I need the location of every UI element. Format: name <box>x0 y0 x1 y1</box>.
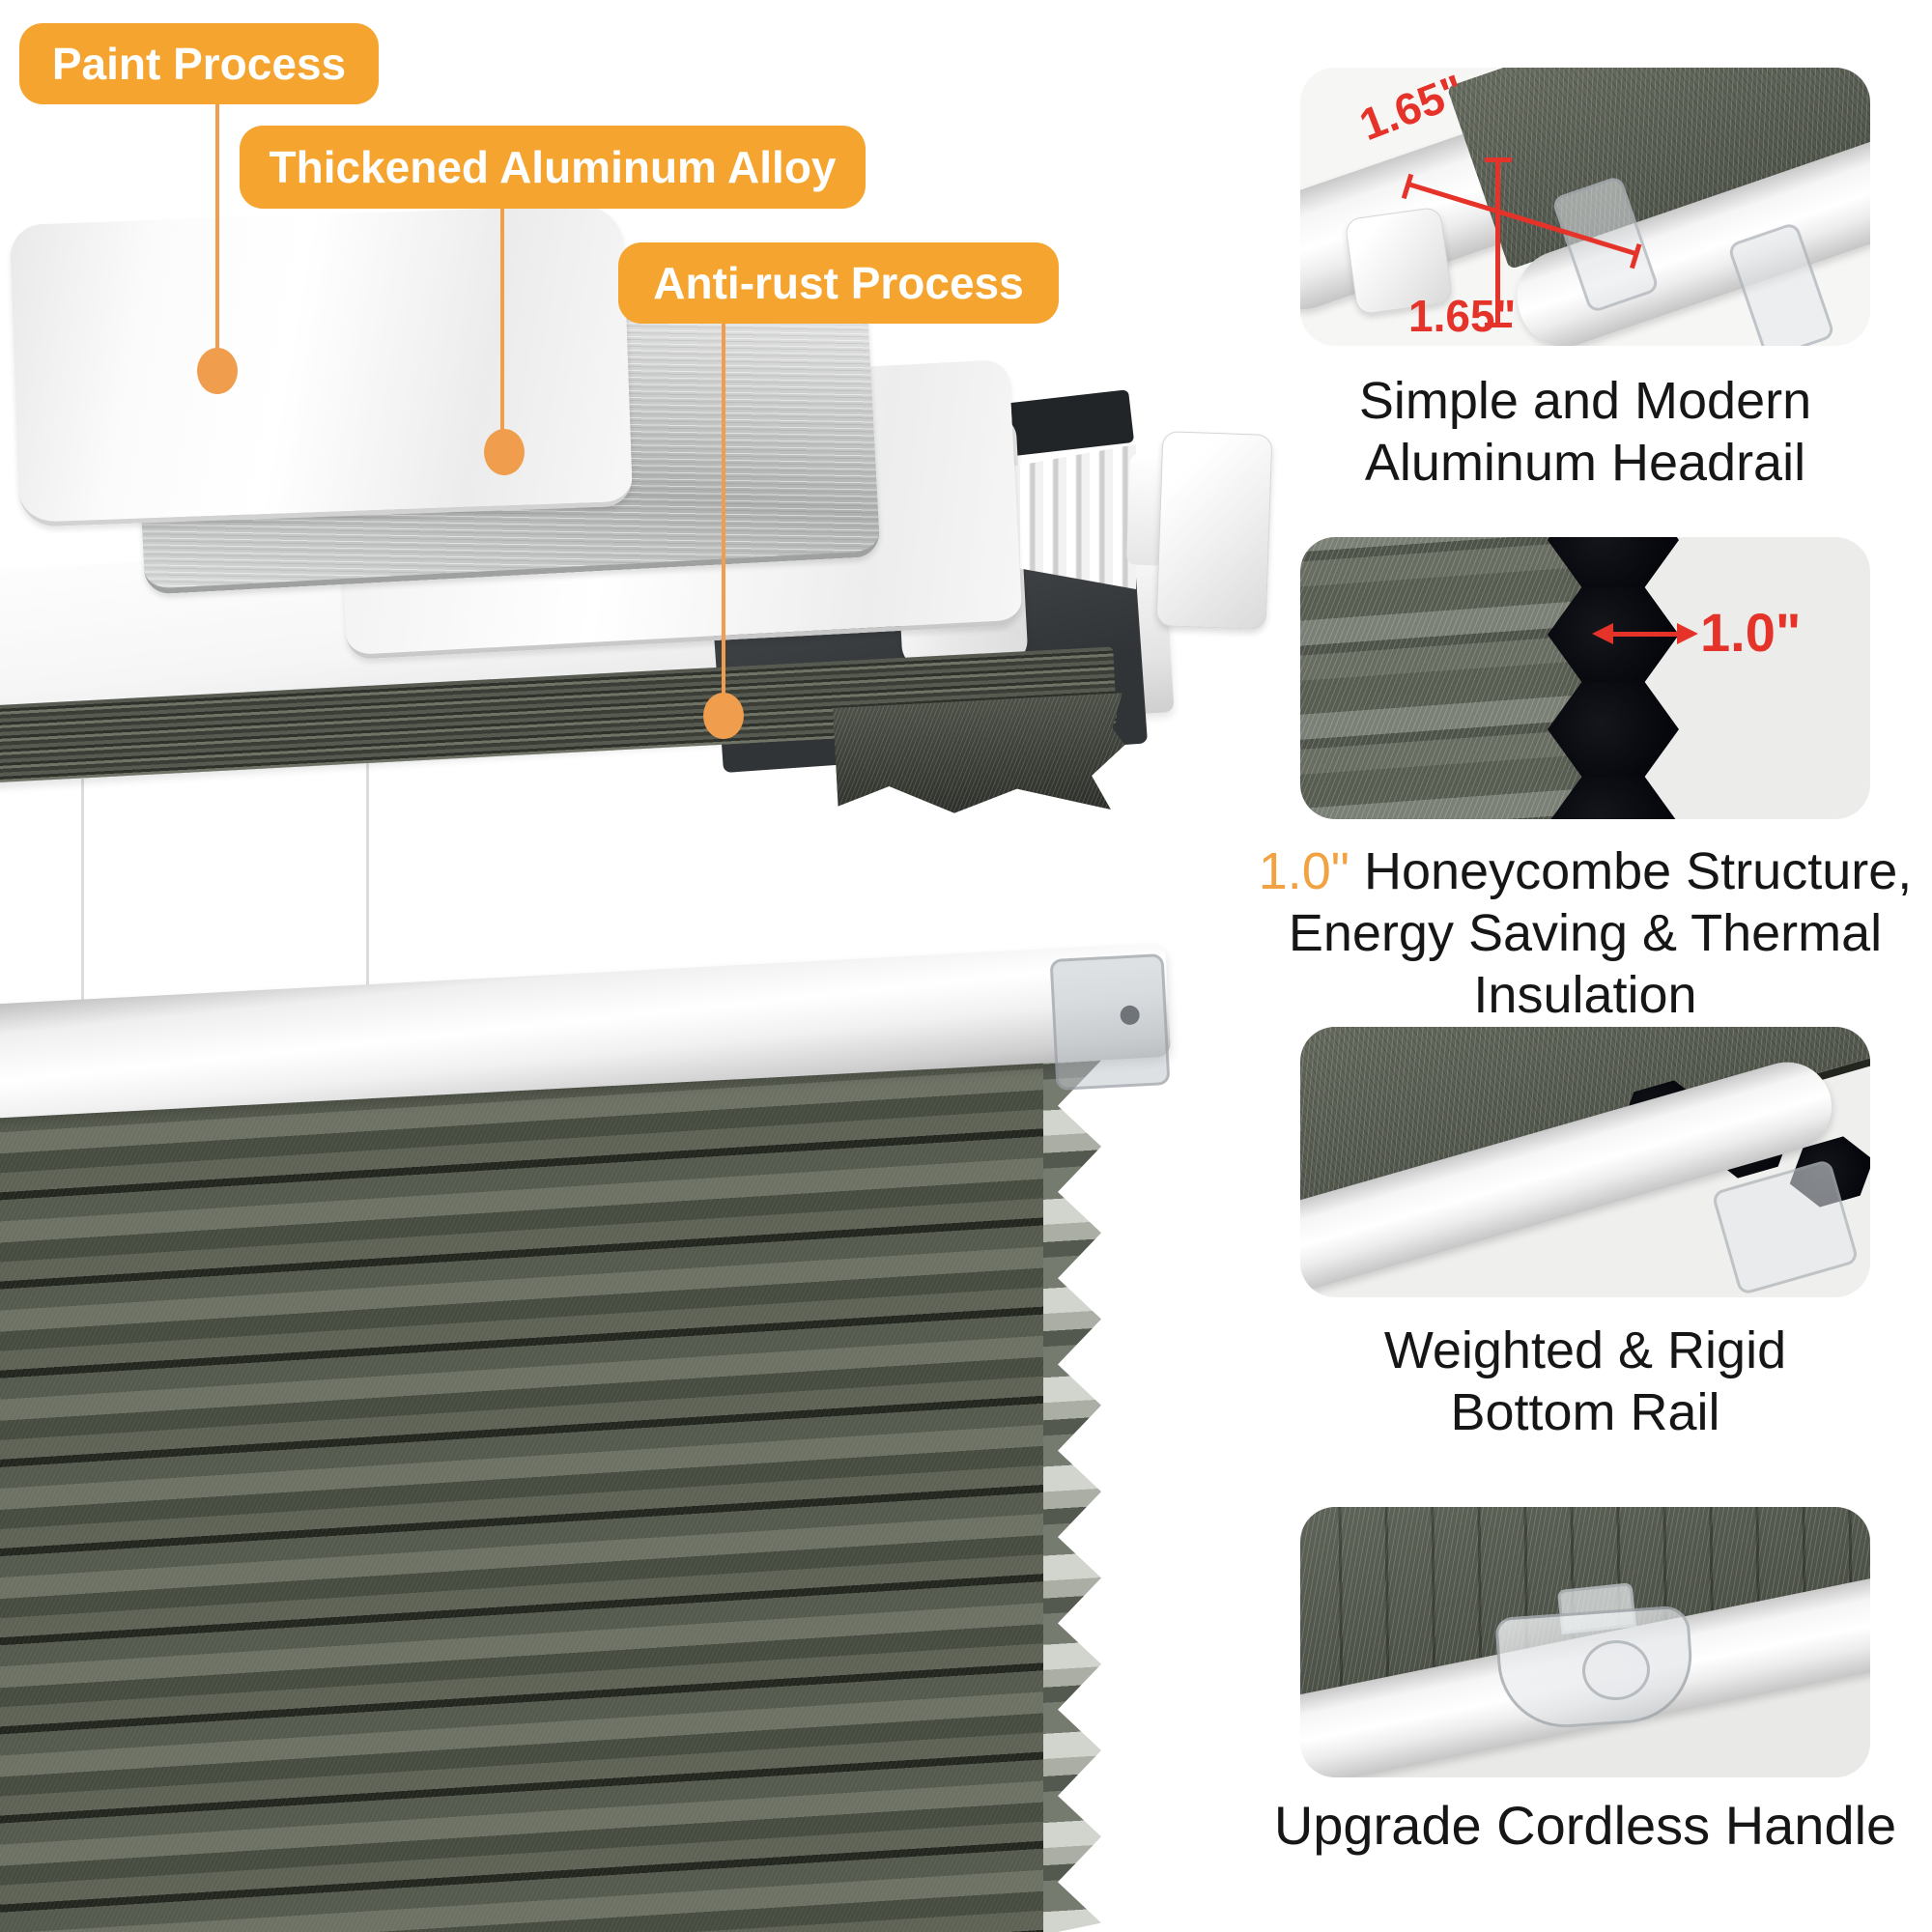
mechanism-end-cap <box>1155 431 1273 630</box>
caption-bottomrail-line2: Bottom Rail <box>1450 1383 1720 1441</box>
caption-handle: Upgrade Cordless Handle <box>1247 1795 1923 1857</box>
callout-dot-aluminum <box>484 429 525 475</box>
callout-line-aluminum <box>500 209 504 452</box>
caption-headrail-line2: Aluminum Headrail <box>1364 434 1806 492</box>
width-measure-arrow-icon <box>1592 623 1698 644</box>
caption-bottomrail-line1: Weighted & Rigid <box>1383 1321 1787 1379</box>
caption-honeycomb-line3: Insulation <box>1473 966 1697 1024</box>
caption-honeycomb-line1: 1.0" Honeycombe Structure, <box>1247 840 1923 902</box>
callout-line-antirust <box>722 324 725 715</box>
callout-thickened-aluminum: Thickened Aluminum Alloy <box>240 126 866 209</box>
callout-dot-antirust <box>703 693 744 739</box>
callout-anti-rust: Anti-rust Process <box>618 242 1059 324</box>
feature-panel-bottomrail <box>1300 1027 1870 1297</box>
caption-honeycomb-highlight: 1.0" <box>1258 842 1350 900</box>
measure-line-height <box>1485 157 1512 327</box>
feature-panel-honeycomb: 1.0" <box>1300 537 1870 819</box>
callout-paint-process: Paint Process <box>19 23 379 104</box>
caption-honeycomb: 1.0" Honeycombe Structure, Energy Saving… <box>1247 840 1923 1026</box>
lift-string-left <box>81 746 84 1031</box>
caption-honeycomb-line2: Energy Saving & Thermal <box>1288 904 1883 962</box>
feature-panel-handle <box>1300 1507 1870 1777</box>
honeycomb-photo-fabric <box>1300 537 1619 819</box>
feature-panel-headrail: 1.65" 1.65" <box>1300 68 1870 346</box>
caption-honeycomb-line1-rest: Honeycombe Structure, <box>1349 842 1913 900</box>
caption-headrail-line1: Simple and Modern <box>1358 372 1812 430</box>
callout-dot-paint <box>197 348 238 394</box>
callout-line-paint <box>215 104 219 371</box>
stack-fringe-edge <box>833 693 1128 824</box>
honeycomb-shade-fabric <box>0 1023 1043 1932</box>
rail-end-bracket <box>1049 953 1171 1091</box>
caption-headrail: Simple and Modern Aluminum Headrail <box>1247 370 1923 494</box>
caption-bottomrail: Weighted & Rigid Bottom Rail <box>1247 1320 1923 1443</box>
lift-string-right <box>366 731 369 1016</box>
measure-label-10: 1.0" <box>1700 602 1802 663</box>
measure-label-165-bottom: 1.65" <box>1408 291 1517 341</box>
caption-handle-line1: Upgrade Cordless Handle <box>1273 1795 1897 1856</box>
paint-layer-sheet <box>9 204 634 527</box>
